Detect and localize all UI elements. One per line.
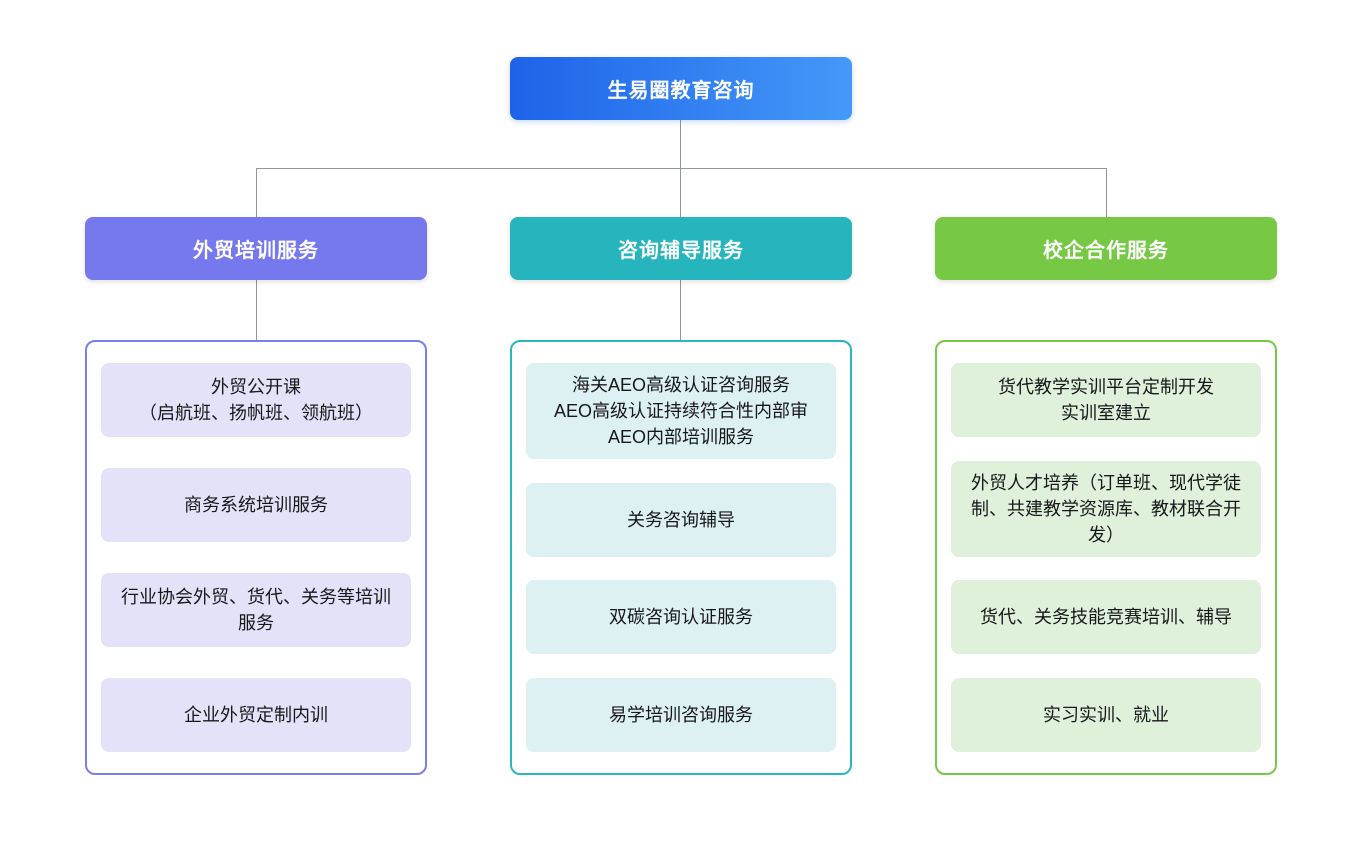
- connector-drop-left: [256, 168, 257, 217]
- service-item: 易学培训咨询服务: [526, 677, 836, 752]
- service-item: 外贸人才培养（订单班、现代学徒制、共建教学资源库、教材联合开发）: [951, 460, 1261, 557]
- root-node: 生易圈教育咨询: [510, 57, 852, 120]
- connector-drop-right: [1106, 168, 1107, 217]
- service-item: 商务系统培训服务: [101, 468, 411, 542]
- service-item: 行业协会外贸、货代、关务等培训服务: [101, 573, 411, 647]
- service-item: 外贸公开课 （启航班、扬帆班、领航班）: [101, 363, 411, 437]
- connector-middle-branch-stem: [680, 280, 681, 340]
- connector-drop-middle: [680, 168, 681, 217]
- service-item: 实习实训、就业: [951, 677, 1261, 752]
- branch-container-consulting-coaching: 海关AEO高级认证咨询服务 AEO高级认证持续符合性内部审 AEO内部培训服务 …: [510, 340, 852, 775]
- connector-left-branch-stem: [256, 280, 257, 340]
- branch-header-foreign-trade-training: 外贸培训服务: [85, 217, 427, 280]
- root-node-label: 生易圈教育咨询: [607, 80, 755, 102]
- branch-container-foreign-trade-training: 外贸公开课 （启航班、扬帆班、领航班） 商务系统培训服务 行业协会外贸、货代、关…: [85, 340, 427, 775]
- branch-header-label: 咨询辅导服务: [618, 240, 744, 262]
- connector-horizontal: [256, 168, 1106, 169]
- connector-root-stem: [680, 120, 681, 168]
- branch-header-label: 校企合作服务: [1043, 240, 1169, 262]
- service-item: 双碳咨询认证服务: [526, 580, 836, 655]
- branch-header-school-enterprise: 校企合作服务: [935, 217, 1277, 280]
- service-item: 货代、关务技能竞赛培训、辅导: [951, 580, 1261, 655]
- service-item: 企业外贸定制内训: [101, 678, 411, 752]
- branch-header-consulting-coaching: 咨询辅导服务: [510, 217, 852, 280]
- branch-header-label: 外贸培训服务: [193, 240, 319, 262]
- service-item: 关务咨询辅导: [526, 482, 836, 557]
- service-item: 海关AEO高级认证咨询服务 AEO高级认证持续符合性内部审 AEO内部培训服务: [526, 363, 836, 460]
- branch-container-school-enterprise: 货代教学实训平台定制开发 实训室建立 外贸人才培养（订单班、现代学徒制、共建教学…: [935, 340, 1277, 775]
- service-item: 货代教学实训平台定制开发 实训室建立: [951, 363, 1261, 437]
